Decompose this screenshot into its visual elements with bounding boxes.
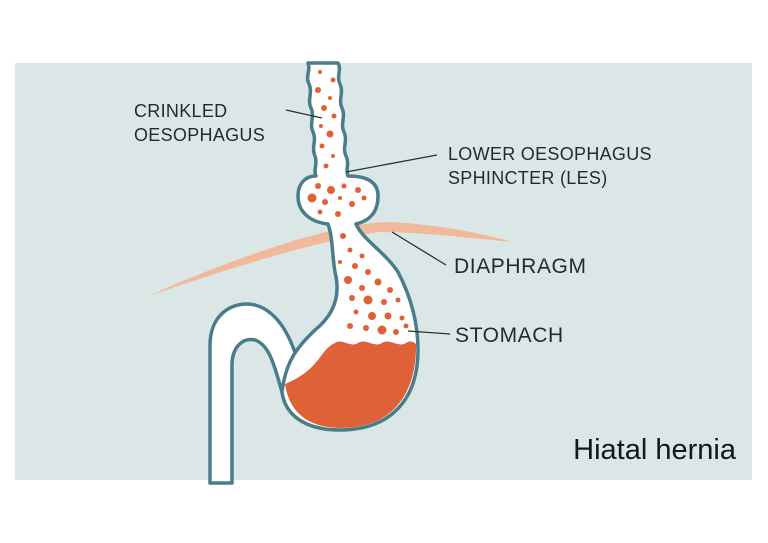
acid-bubble	[321, 105, 327, 111]
acid-bubble	[363, 295, 373, 305]
acid-bubble	[347, 323, 353, 329]
acid-bubble	[399, 315, 405, 321]
acid-bubble	[319, 143, 325, 149]
acid-bubble	[361, 195, 367, 201]
label-crinkled-line1: CRINKLED	[134, 101, 228, 121]
leader-les	[345, 154, 438, 173]
acid-bubble	[395, 297, 401, 303]
acid-bubble	[381, 299, 387, 305]
acid-bubble	[315, 87, 321, 93]
stomach-acid	[285, 341, 417, 428]
acid-bubble	[353, 309, 359, 315]
acid-bubble	[393, 329, 399, 335]
label-crinkled-oesophagus: CRINKLED OESOPHAGUS	[134, 99, 265, 147]
acid-bubble	[326, 130, 334, 138]
acid-bubble	[368, 312, 376, 320]
label-les-line2: SPHINCTER (LES)	[448, 168, 608, 188]
acid-bubble	[318, 70, 322, 74]
acid-bubble	[328, 96, 332, 100]
acid-bubble	[352, 263, 358, 269]
acid-bubble	[340, 233, 346, 239]
acid-bubble	[338, 260, 342, 264]
acid-bubble	[319, 124, 323, 128]
label-stomach: STOMACH	[455, 324, 564, 347]
label-crinkled-line2: OESOPHAGUS	[134, 125, 266, 145]
leader-stomach	[407, 330, 451, 335]
acid-bubble	[359, 253, 365, 259]
diagram-title: Hiatal hernia	[573, 434, 736, 466]
acid-bubble	[327, 186, 335, 194]
stomach-outline	[280, 61, 420, 432]
label-diaphragm: DIAPHRAGM	[454, 255, 587, 278]
acid-bubble	[331, 113, 337, 119]
acid-bubble	[338, 196, 342, 200]
label-les-line1: LOWER OESOPHAGUS	[448, 144, 652, 164]
acid-bubble	[341, 183, 347, 189]
acid-bubble	[344, 276, 352, 284]
acid-bubble	[355, 187, 361, 193]
acid-bubble	[349, 201, 355, 207]
acid-bubble	[387, 287, 393, 293]
leader-crinkled	[285, 109, 323, 119]
acid-bubble	[374, 278, 382, 286]
label-les: LOWER OESOPHAGUS SPHINCTER (LES)	[448, 142, 652, 190]
acid-bubble	[335, 211, 341, 217]
acid-bubbles	[307, 70, 409, 335]
acid-bubble	[322, 199, 328, 205]
acid-bubble	[384, 312, 392, 320]
acid-bubble	[359, 285, 365, 291]
acid-bubble	[307, 193, 317, 203]
acid-bubble	[349, 295, 355, 301]
acid-bubble	[315, 183, 321, 189]
acid-bubble	[317, 209, 323, 215]
acid-bubble	[365, 269, 371, 275]
acid-bubble	[403, 323, 409, 329]
acid-bubble	[363, 325, 369, 331]
acid-bubble	[330, 77, 336, 83]
leader-diaphragm	[391, 231, 447, 266]
acid-bubble	[377, 325, 387, 335]
acid-bubble	[347, 247, 353, 253]
acid-bubble	[323, 163, 329, 169]
acid-bubble	[331, 154, 335, 158]
